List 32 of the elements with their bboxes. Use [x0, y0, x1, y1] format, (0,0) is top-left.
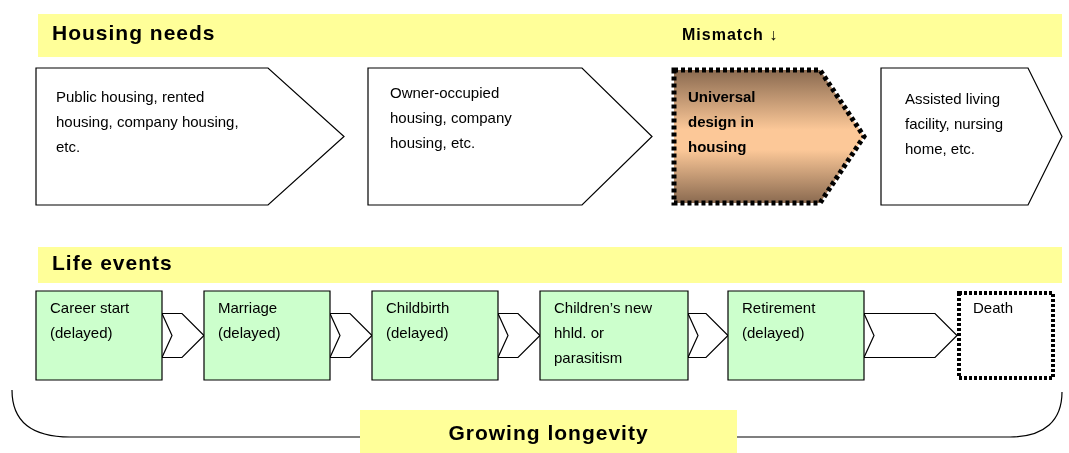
band: [38, 247, 1062, 283]
chevron-arrow: [687, 312, 729, 359]
node-label: Death: [973, 298, 1015, 318]
heading: Housing needs: [52, 20, 216, 45]
band: [38, 14, 1062, 57]
pentagon-panel: [672, 68, 866, 205]
node-label: Owner-occupied housing, company housing, etc.: [390, 83, 513, 153]
event-box: [540, 291, 688, 380]
heading: Life events: [52, 250, 173, 275]
pentagon-panel: [881, 68, 1062, 205]
event-box: [957, 291, 1055, 380]
event-box: [728, 291, 864, 380]
label-box: [360, 410, 737, 453]
chevron-arrow: [497, 312, 541, 359]
heading: Growing longevity: [447, 420, 650, 445]
node-label: Retirement (delayed): [742, 298, 817, 343]
pentagon-panel: [368, 68, 652, 205]
chevron-arrow: [863, 312, 958, 359]
event-box: [204, 291, 330, 380]
node-label: Universal design in housing: [688, 87, 757, 157]
pentagon-panel: [36, 68, 344, 205]
node-label: Marriage (delayed): [218, 298, 282, 343]
node-label: Children’s new hhld. or parasitism: [554, 298, 654, 368]
node-label: Career start (delayed): [50, 298, 130, 343]
node-label: Assisted living facility, nursing home, etc.: [905, 89, 1005, 159]
event-box: [36, 291, 162, 380]
node-label: Childbirth (delayed): [386, 298, 451, 343]
chevron-arrow: [329, 312, 373, 359]
node-label: Public housing, rented housing, company housing, etc.: [56, 87, 240, 157]
chevron-arrow: [161, 312, 205, 359]
event-box: [372, 291, 498, 380]
annotation: Mismatch ↓: [682, 25, 779, 45]
